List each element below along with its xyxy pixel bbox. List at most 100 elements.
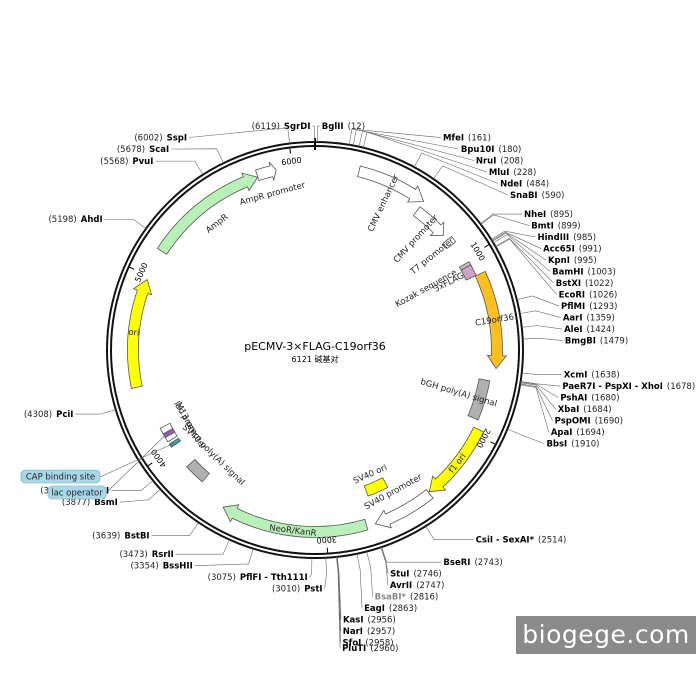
site-position: (895) bbox=[550, 210, 573, 220]
site-name: PflFI - Tth111I bbox=[240, 573, 308, 583]
site-sspi: (6002)SspI bbox=[134, 127, 290, 144]
site-position: (2863) bbox=[389, 604, 417, 614]
site-leader-line bbox=[492, 232, 547, 261]
site-pshai: PshAI(1680) bbox=[520, 381, 620, 404]
site-leader-line bbox=[520, 384, 550, 433]
site-xcmi: XcmI(1638) bbox=[521, 371, 620, 381]
site-name: KasI bbox=[343, 616, 364, 626]
site-label: Bpu10I(180) bbox=[461, 145, 521, 155]
callout-label: CAP binding site bbox=[26, 473, 95, 483]
site-avrii: AvrII(2747) bbox=[380, 547, 444, 591]
plasmid-size: 6121 碱基对 bbox=[292, 354, 339, 364]
site-label: AleI (1424) bbox=[564, 325, 615, 335]
site-name: AleI bbox=[564, 325, 582, 335]
feature-label: Kozak sequence bbox=[394, 268, 459, 310]
site-leader-line bbox=[491, 230, 536, 240]
site-name: PspOMI bbox=[555, 417, 591, 427]
site-leader-line bbox=[366, 551, 373, 597]
site-name: SgrDI bbox=[284, 122, 311, 132]
site-leader-line bbox=[520, 381, 561, 387]
site-pspomi: PspOMI(1690) bbox=[520, 383, 623, 427]
site-position: (1022) bbox=[585, 279, 613, 289]
site-aari: AarI(1359) bbox=[519, 310, 615, 324]
site-leader-line bbox=[495, 238, 557, 295]
site-name: BglII bbox=[322, 122, 344, 132]
site-leader-line bbox=[495, 237, 554, 284]
site-position: (3877) bbox=[62, 498, 90, 508]
site-leader-line bbox=[312, 125, 315, 143]
site-label: CsiI - SexAI*(2514) bbox=[476, 536, 567, 546]
site-name: SnaBI bbox=[510, 191, 538, 201]
feature-box bbox=[460, 264, 477, 281]
site-name: PstI bbox=[304, 585, 322, 595]
site-name: AhdI bbox=[81, 215, 103, 225]
site-ndei: NdeI(484) bbox=[413, 152, 549, 190]
site-bsabi: BsaBI*(2816) bbox=[366, 551, 438, 603]
site-bpu10i: Bpu10I(180) bbox=[352, 129, 521, 155]
site-leader-line bbox=[520, 382, 556, 410]
site-eagi: EagI (2863) bbox=[356, 553, 417, 614]
site-bstbi: (3639)BstBI bbox=[92, 522, 199, 542]
feature-arrow bbox=[428, 426, 485, 493]
site-label: MfeI(161) bbox=[443, 134, 491, 144]
feature-arrow bbox=[222, 504, 369, 538]
feature-box bbox=[442, 235, 457, 250]
site-name: MfeI bbox=[443, 134, 464, 144]
site-label: KpnI(995) bbox=[548, 256, 597, 266]
site-label: BbsI(1910) bbox=[546, 440, 599, 450]
site-position: (1684) bbox=[583, 405, 611, 415]
callout-line bbox=[99, 442, 176, 478]
site-scai: (5678)ScaI bbox=[117, 145, 224, 164]
site-ahdi: (5198)AhdI bbox=[48, 215, 147, 229]
site-name: EagI bbox=[364, 604, 385, 614]
site-bsmi: (3877)BsmI bbox=[62, 488, 161, 508]
tick-mark bbox=[289, 147, 291, 154]
site-leader-line bbox=[336, 556, 341, 649]
site-leader-line bbox=[358, 130, 474, 161]
site-leader-line bbox=[75, 409, 116, 415]
site-bamhi: BamHI(1003) bbox=[493, 234, 616, 278]
site-stui: StuI(2746) bbox=[380, 547, 442, 580]
center-label: pECMV-3×FLAG-C19orf36 6121 碱基对 bbox=[244, 340, 386, 364]
site-label: PluTI(2960) bbox=[342, 644, 398, 654]
site-leader-line bbox=[352, 129, 459, 150]
site-leader-line bbox=[324, 557, 327, 589]
site-label: (6119)SgrDI bbox=[252, 122, 311, 132]
site-label: (5568)PvuI bbox=[100, 157, 153, 167]
site-position: (1678) bbox=[667, 382, 695, 392]
site-position: (1694) bbox=[576, 428, 604, 438]
site-label: NarI(2957) bbox=[343, 627, 395, 637]
site-name: ApaI bbox=[551, 428, 573, 438]
site-name: ScaI bbox=[149, 145, 169, 155]
site-position: (1293) bbox=[589, 302, 617, 312]
site-leader-line bbox=[413, 152, 499, 184]
site-name: NheI bbox=[524, 210, 546, 220]
site-position: (2747) bbox=[416, 581, 444, 591]
site-bstxi: BstXI(1022) bbox=[495, 237, 614, 289]
site-label: BstXI(1022) bbox=[556, 279, 614, 289]
site-label: PaeR7I - PspXI - XhoI(1678) bbox=[562, 382, 695, 392]
site-ecori: EcoRI(1026) bbox=[495, 238, 617, 301]
site-name: BmtI bbox=[531, 222, 554, 232]
site-leader-line bbox=[194, 548, 254, 567]
site-position: (1479) bbox=[600, 337, 628, 347]
callout-line bbox=[105, 431, 169, 494]
tick-mark bbox=[147, 462, 153, 467]
site-label: (3473)RsrII bbox=[119, 550, 173, 560]
site-position: (991) bbox=[579, 245, 602, 255]
site-leader-line bbox=[104, 218, 147, 229]
site-leader-line bbox=[480, 214, 530, 226]
site-bmgbi: BmgBI(1479) bbox=[522, 337, 628, 347]
site-leader-line bbox=[175, 539, 230, 555]
site-leader-line bbox=[356, 553, 363, 609]
site-label: (6002)SspI bbox=[134, 134, 187, 144]
site-leader-line bbox=[189, 127, 290, 144]
feature-ori: ori bbox=[127, 278, 153, 389]
site-position: (3075) bbox=[208, 573, 236, 583]
site-position: (1424) bbox=[587, 325, 615, 335]
site-snabi: SnaBI(590) bbox=[433, 165, 564, 201]
site-alei: AleI (1424) bbox=[521, 325, 615, 335]
site-label: PshAI(1680) bbox=[560, 394, 619, 404]
site-position: (2957) bbox=[367, 627, 395, 637]
